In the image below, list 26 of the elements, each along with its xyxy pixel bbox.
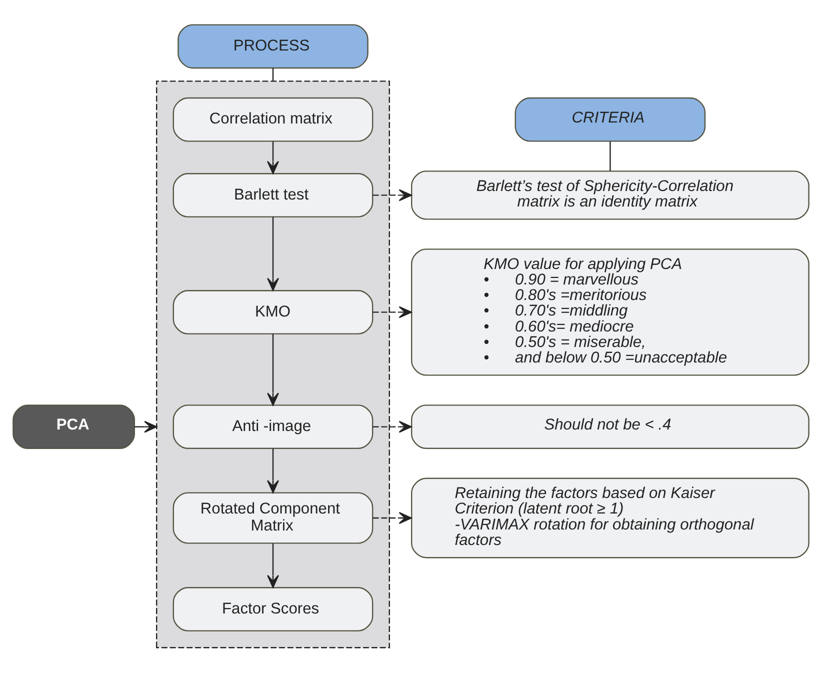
arrow xyxy=(267,334,279,406)
node-box: KMO xyxy=(172,290,374,334)
node-box: Barlett test xyxy=(172,173,374,218)
node-box: Factor Scores xyxy=(172,587,374,632)
arrow xyxy=(267,142,279,174)
cluster xyxy=(156,80,390,648)
node-box: Should not be < .4 xyxy=(411,404,810,449)
node-box: PROCESS xyxy=(178,24,368,69)
arrow xyxy=(267,448,279,494)
node-box: Rotated Component Matrix xyxy=(172,492,374,544)
node-box: Anti -image xyxy=(172,404,374,449)
arrow xyxy=(134,420,158,433)
arrow xyxy=(267,216,279,291)
node-box: KMO value for applying PCA • 0.90 = marvellous • 0.80's =meritorious • 0.70's =middling • 0.60's= mediocre • 0.50's = miserable, • and below 0.50 =unacceptable xyxy=(411,248,810,376)
connector xyxy=(610,142,611,171)
node-box: CRITERIA xyxy=(514,97,706,142)
arrow xyxy=(372,306,412,318)
connector xyxy=(272,68,274,82)
node-box: Correlation matrix xyxy=(172,97,374,142)
arrow xyxy=(267,543,279,588)
arrow xyxy=(372,189,412,202)
node-box: PCA xyxy=(12,404,135,449)
node-box: Retaining the factors based on Kaiser Criterion (latent root ≥ 1) -VARIMAX rotation for obtaining orthogonal factors xyxy=(411,478,810,558)
arrow xyxy=(372,420,412,433)
arrow xyxy=(372,512,412,524)
node-box: Barlett’s test of Sphericity-Correlation matrix is an identity matrix xyxy=(411,170,810,220)
